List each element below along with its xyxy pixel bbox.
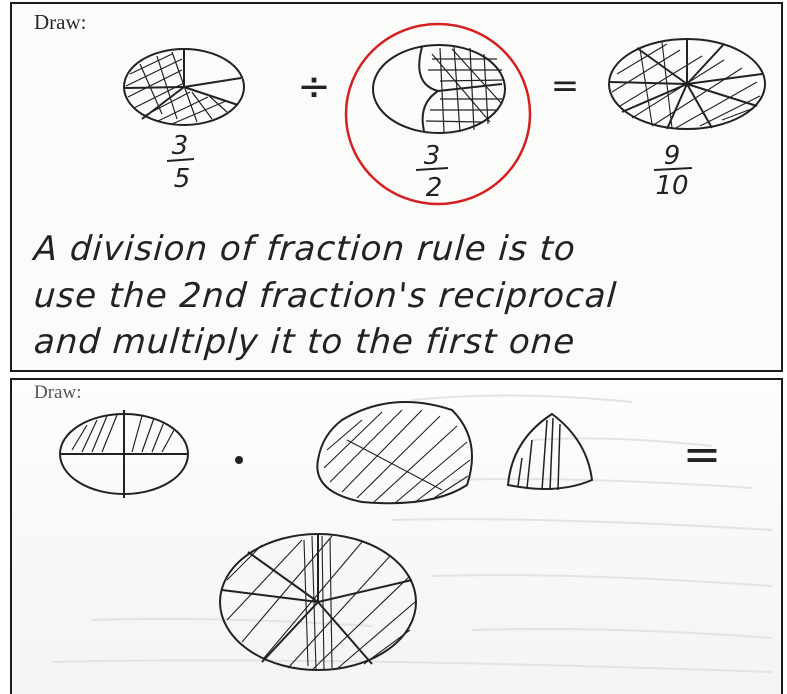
top-work-panel: Draw: 3 5 ÷ [10,2,783,372]
fraction-b-denominator: 2 [426,173,443,203]
draw-label: Draw: [34,10,87,34]
result-numerator: 9 [664,141,681,171]
result-circle [219,533,417,671]
top-drawing: 3 5 ÷ 3 2 [123,22,766,206]
multiply-dot [235,456,243,464]
shaded-whole-circle [316,401,473,505]
rule-line-1: A division of fraction rule is to [32,229,578,269]
svg-text:=: = [551,66,580,106]
bleed-through-texture [51,394,773,673]
circle-three-halves [372,44,506,134]
fraction-a-denominator: 5 [174,164,191,194]
rule-line-2: use the 2nd fraction's reciprocal [32,276,619,316]
bottom-drawing: = [51,394,773,673]
fraction-b-numerator: 3 [424,141,441,171]
bottom-equals-sign: = [683,427,722,481]
fraction-three-halves: 3 2 [415,141,449,203]
circle-quarters [59,410,189,498]
highlight-circle [344,22,532,206]
circle-nine-tenths [608,38,766,130]
bottom-work-panel: Draw: [10,378,783,694]
rule-line-3: and multiply it to the first one [32,322,577,362]
shaded-half-circle [506,412,594,491]
draw-label-bottom: Draw: [34,382,82,403]
circle-three-fifths [123,48,245,126]
division-symbol: ÷ [297,64,331,110]
fraction-three-fifths: 3 5 [166,131,195,194]
fraction-nine-tenths: 9 10 [653,141,693,201]
equals-sign: = [551,66,580,106]
fraction-a-numerator: 3 [172,131,189,161]
svg-text:÷: ÷ [297,64,331,110]
result-denominator: 10 [655,171,688,201]
